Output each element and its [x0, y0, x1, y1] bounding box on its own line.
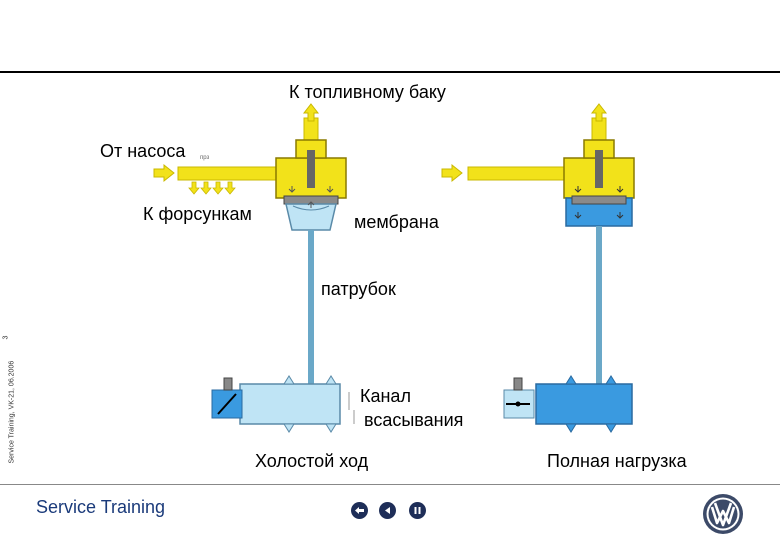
label-from-pump: От насоса — [100, 141, 186, 161]
idle-throttle-body — [239, 383, 341, 425]
idle-return-arrow — [302, 103, 320, 122]
full-throttle-body — [535, 383, 633, 425]
back-icon — [355, 507, 364, 514]
full-load-regulator — [441, 103, 635, 433]
idle-throttle-flap — [217, 393, 237, 415]
footer-rule — [0, 484, 780, 485]
label-membrane: мембрана — [354, 212, 439, 232]
back-button[interactable] — [351, 502, 368, 519]
injector-arrows — [188, 181, 236, 195]
idle-inlet-arrow — [153, 163, 175, 183]
footer-title: Service Training — [36, 497, 166, 517]
full-vacuum-pipe — [596, 226, 602, 384]
idle-vacuum-chamber — [285, 203, 337, 231]
full-return-arrow — [590, 103, 608, 122]
full-inlet-arrow — [441, 163, 463, 183]
header-rule — [0, 71, 780, 73]
label-idle: Холостой ход — [255, 451, 369, 471]
prev-icon — [385, 507, 390, 514]
leader-lines — [348, 392, 355, 424]
label-to-injectors: К форсункам — [143, 204, 252, 224]
idle-inlet-pipe — [177, 166, 283, 181]
label-to-fuel-tank: К топливному баку — [289, 82, 446, 102]
label-small-inlet-mark: прз — [200, 155, 210, 161]
label-pipe: патрубок — [321, 279, 396, 299]
label-intake-channel-2: всасывания — [364, 410, 464, 430]
idle-valve-stem — [307, 150, 315, 188]
label-intake-channel-1: Канал — [360, 386, 411, 406]
prev-button[interactable] — [379, 502, 396, 519]
vw-logo — [703, 494, 743, 534]
idle-vacuum-pipe — [308, 230, 314, 384]
idle-regulator — [153, 103, 347, 433]
side-vertical-text: Service Training, VK-21, 06.2006 — [8, 360, 16, 464]
full-valve-stem — [595, 150, 603, 188]
full-inlet-pipe — [467, 166, 569, 181]
pause-button[interactable] — [409, 502, 426, 519]
page-number: 3 — [2, 335, 10, 340]
pause-icon — [414, 507, 421, 514]
label-full-load: Полная нагрузка — [547, 451, 687, 471]
